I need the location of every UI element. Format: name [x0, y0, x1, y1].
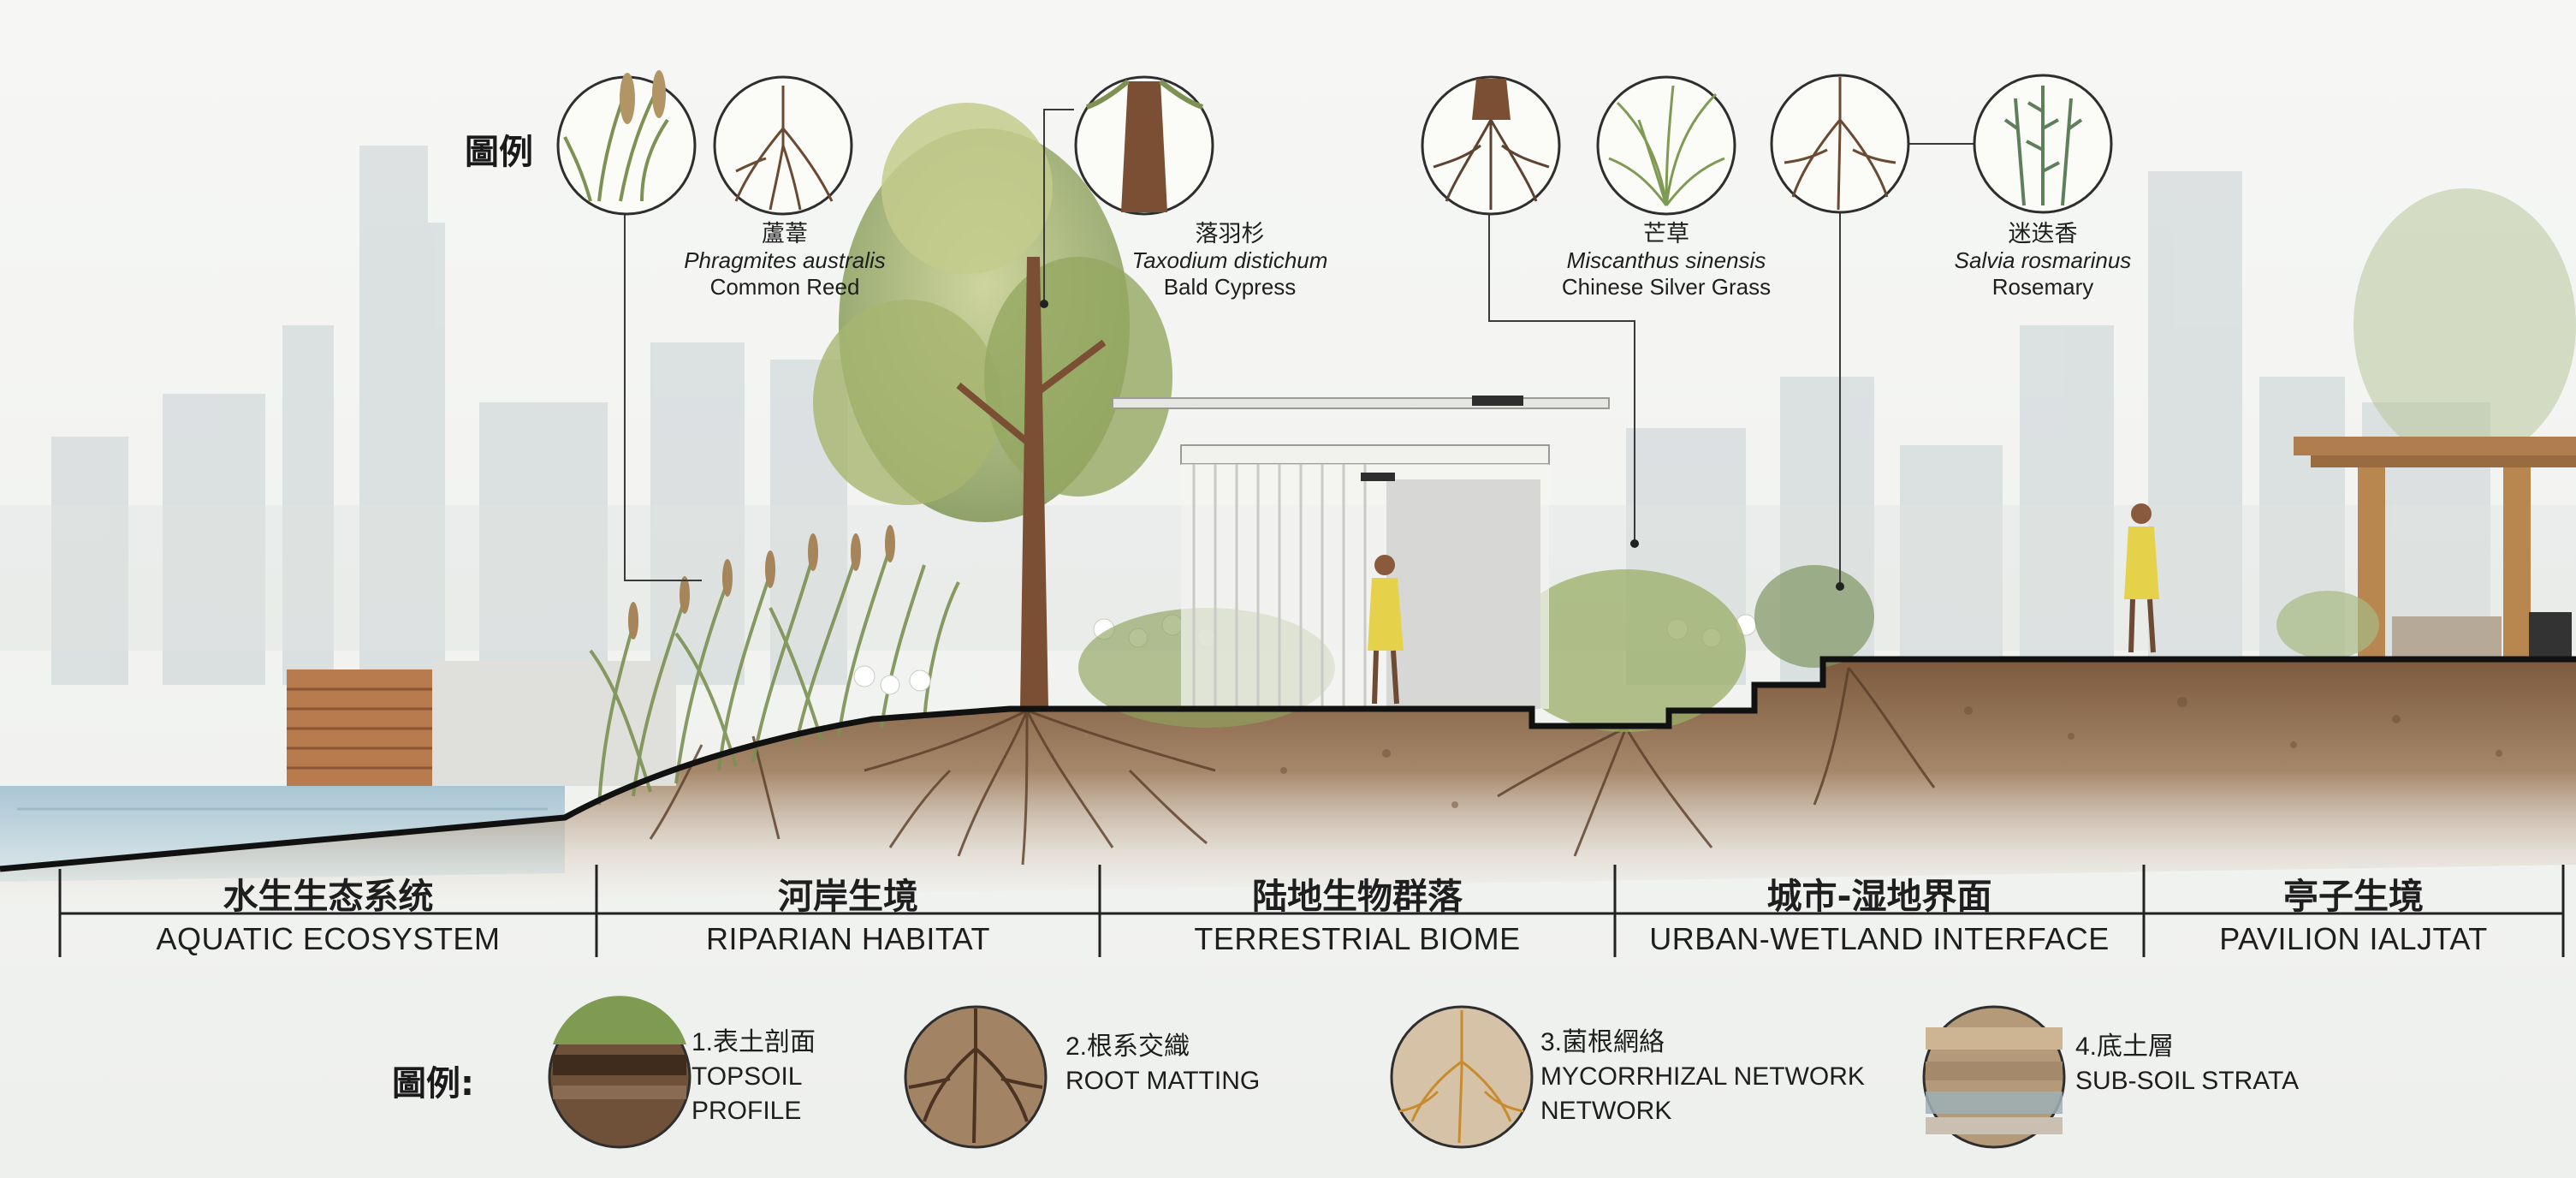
silver-grass-icon [1596, 75, 1736, 216]
soil-label-topsoil: 1.表土剖面 TOPSOIL PROFILE [691, 1026, 816, 1128]
wooden-pergola [2276, 188, 2576, 659]
plant-label-rosemary: 迷迭香 Salvia rosmarinus Rosemary [1889, 221, 2197, 300]
zone-name-zh: 河岸生境 [778, 876, 918, 917]
soil-label-line3: NETWORK [1540, 1097, 1672, 1125]
soil-label-line1: 1.表土剖面 [691, 1028, 816, 1056]
zone-name-en: TERRESTRIAL BIOME [1194, 921, 1521, 956]
plant-name-en: Bald Cypress [1163, 274, 1297, 300]
root-systems [649, 667, 1936, 866]
plant-name-en: Chinese Silver Grass [1561, 274, 1772, 300]
zone-divider-bar [58, 865, 2565, 957]
cypress-icon [1074, 75, 1214, 216]
rosemary-icon [1973, 74, 2113, 214]
zone-name-zh: 城市-湿地界面 [1766, 876, 1992, 917]
zone-aquatic: 水生生态系统 AQUATIC ECOSYSTEM [60, 873, 597, 959]
plant-name-latin: Taxodium distichum [1131, 247, 1328, 273]
person-figure-1 [1368, 555, 1404, 705]
plant-label-reed: 蘆葦 Phragmites australis Common Reed [631, 221, 939, 300]
reed-icon [556, 70, 697, 216]
soil-label-root-matting: 2.根系交織 ROOT MATTING [1065, 1030, 1260, 1098]
plant-name-en: Common Reed [709, 274, 860, 300]
zone-name-en: URBAN-WETLAND INTERFACE [1649, 921, 2110, 956]
plant-name-latin: Salvia rosmarinus [1954, 247, 2132, 273]
soil-label-line2: MYCORRHIZAL NETWORK [1540, 1062, 1865, 1091]
soil-label-sub-soil: 4.底土層 SUB-SOIL STRATA [2075, 1030, 2299, 1098]
zone-name-zh: 水生生态系统 [223, 876, 434, 917]
soil-label-line2: ROOT MATTING [1065, 1067, 1261, 1095]
topsoil-profile-icon [548, 996, 691, 1149]
zone-urban-wetland: 城市-湿地界面 URBAN-WETLAND INTERFACE [1615, 873, 2144, 959]
legend-title-bottom: 圖例: [392, 1064, 474, 1104]
soil-label-line3: PROFILE [691, 1097, 802, 1125]
soil-label-line1: 2.根系交織 [1065, 1032, 1190, 1061]
soil-label-mycorrhizal: 3.菌根網絡 MYCORRHIZAL NETWORK NETWORK [1540, 1026, 1865, 1128]
plant-name-zh: 落羽杉 [1195, 221, 1265, 247]
reed-root-icon [713, 75, 853, 216]
zone-name-en: PAVILION IALJTAT [2219, 921, 2488, 956]
zone-riparian: 河岸生境 RIPARIAN HABITAT [597, 873, 1100, 959]
soil-label-line1: 3.菌根網絡 [1540, 1028, 1665, 1056]
ground-line [0, 656, 2576, 872]
modern-pavilion [1112, 396, 1610, 709]
zone-name-en: AQUATIC ECOSYSTEM [156, 921, 501, 956]
soil-label-line2: SUB-SOIL STRATA [2075, 1067, 2300, 1095]
plant-name-zh: 蘆葦 [762, 221, 808, 247]
plant-name-latin: Miscanthus sinensis [1566, 247, 1766, 273]
plant-name-en: Rosemary [1991, 274, 2094, 300]
plant-label-silver-grass: 芒草 Miscanthus sinensis Chinese Silver Gr… [1512, 221, 1820, 300]
silver-grass-root-icon [1421, 75, 1561, 216]
plant-name-zh: 迷迭香 [2008, 221, 2078, 247]
plant-name-zh: 芒草 [1643, 221, 1689, 247]
root-matting-icon [904, 1005, 1048, 1149]
soil-label-line1: 4.底土層 [2075, 1032, 2175, 1061]
plant-label-cypress: 落羽杉 Taxodium distichum Bald Cypress [1076, 221, 1384, 300]
sub-soil-strata-icon [1922, 1005, 2066, 1149]
mycorrhizal-network-icon [1390, 1005, 1534, 1149]
riparian-reeds [589, 547, 960, 806]
soil-label-line2: TOPSOIL [691, 1062, 803, 1091]
rosemary-root-icon [1770, 74, 1910, 214]
zone-name-zh: 陆地生物群落 [1252, 876, 1463, 917]
person-figure-2 [2124, 503, 2159, 653]
legend-title-top: 圖例 [465, 133, 533, 172]
zone-name-en: RIPARIAN HABITAT [705, 921, 991, 956]
zone-name-zh: 亭子生境 [2283, 876, 2424, 917]
zone-pavilion: 亭子生境 PAVILION IALJTAT [2144, 873, 2563, 959]
plant-name-latin: Phragmites australis [684, 247, 886, 273]
leader-lines [624, 109, 1977, 586]
cypress-tree [813, 103, 1172, 709]
zone-terrestrial: 陆地生物群落 TERRESTRIAL BIOME [1100, 873, 1615, 959]
